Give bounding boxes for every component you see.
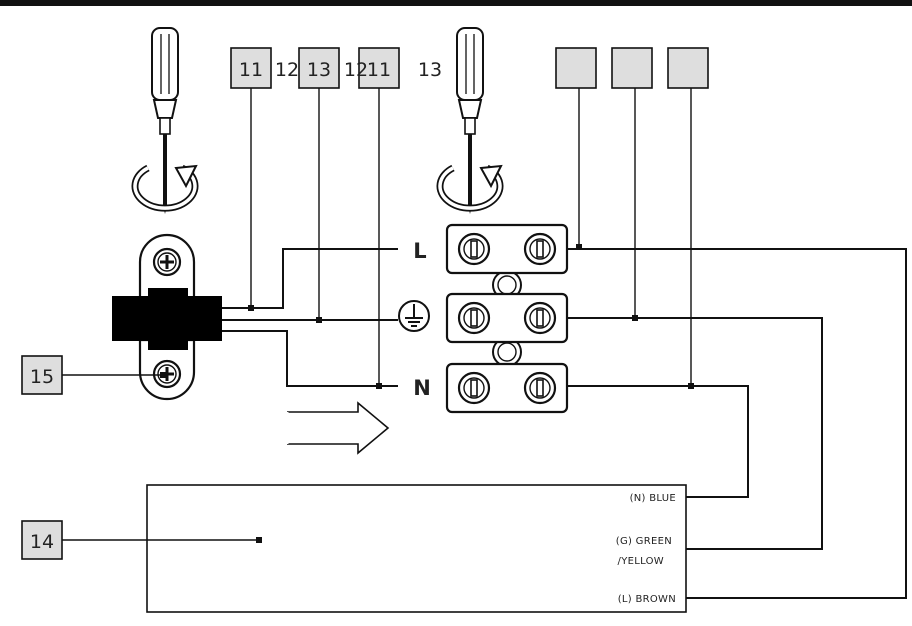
callout-label: 11	[367, 59, 391, 81]
rotate-arrow-icon-right	[436, 164, 504, 212]
callout-13-right-label: 13	[418, 59, 442, 81]
terminal-screw-icon	[457, 301, 491, 335]
terminal-screw-icon	[523, 232, 557, 266]
supply-wires	[222, 248, 398, 387]
callout-11-right: 11	[358, 47, 400, 89]
callout-label: 15	[30, 366, 54, 388]
callout-blank-1	[555, 47, 597, 89]
clamp-screw-icon-top	[152, 247, 182, 277]
wire-label-yellow: /YELLOW	[618, 556, 664, 567]
callout-label: 14	[30, 531, 54, 553]
clamp-screw-icon-bottom	[152, 359, 182, 389]
callout-15-dot	[160, 372, 166, 378]
callout-14: 14	[21, 520, 63, 560]
top-border	[0, 0, 912, 6]
output-wires	[567, 248, 907, 599]
screwdriver-icon-left	[151, 27, 179, 214]
callout-label: 13	[307, 59, 331, 81]
callout-leader-lines	[250, 88, 692, 386]
rotate-arrow-icon-left	[131, 164, 199, 212]
terminal-neutral-label: N	[413, 376, 431, 400]
callout-12-left-label: 12	[275, 59, 299, 81]
terminal-screw-icon	[523, 371, 557, 405]
wire-label-blue: (N) BLUE	[630, 493, 676, 504]
callout-label: 11	[239, 59, 263, 81]
appliance-box	[146, 484, 687, 613]
callout-13-left: 13	[298, 47, 340, 89]
callout-15: 15	[21, 355, 63, 395]
terminal-live-label: L	[413, 239, 426, 263]
callout-blank-3	[667, 47, 709, 89]
terminal-screw-icon	[523, 301, 557, 335]
screwdriver-icon-right	[456, 27, 484, 214]
callout-12-right-label: 12	[344, 59, 368, 81]
callout-11-left: 11	[230, 47, 272, 89]
terminal-screw-icon	[457, 232, 491, 266]
wire-label-brown: (L) BROWN	[618, 594, 676, 605]
callout-blank-2	[611, 47, 653, 89]
direction-arrow-icon	[285, 401, 390, 455]
terminal-screw-icon	[457, 371, 491, 405]
wire-label-green: (G) GREEN	[616, 536, 672, 547]
callout-14-dot	[256, 537, 262, 543]
earth-ground-icon	[398, 300, 430, 332]
